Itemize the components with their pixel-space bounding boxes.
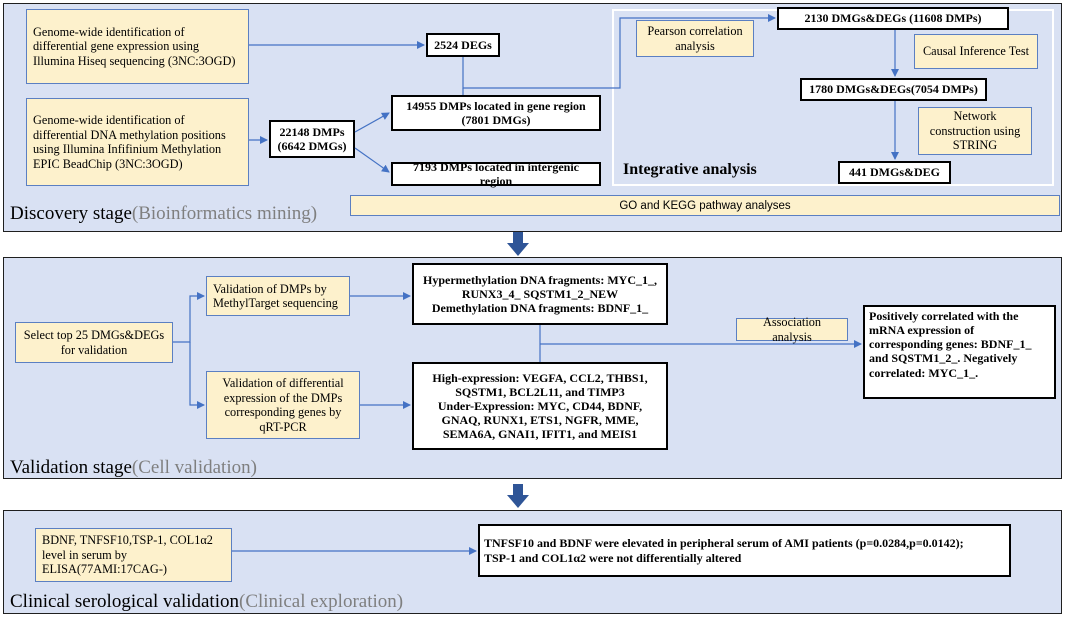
hyper-line2: RUNX3_4_ SQSTM1_2_NEW	[461, 286, 619, 301]
arrow-join-to-dmgs-2130	[462, 14, 776, 89]
qrtpcr-box: Validation of differential expression of…	[206, 371, 360, 439]
hyper-line3: Demethylation DNA fragments: BDNF_1_	[431, 301, 649, 316]
dmgs-1780-text: 1780 DMGs&DEGs(7054 DMPs)	[809, 82, 978, 97]
high-expression-text: High-expression: VEGFA, CCL2, THBS1, SQS…	[432, 370, 648, 399]
causal-inference-box: Causal Inference Test	[914, 34, 1038, 69]
dmps-box: 22148 DMPs (6642 DMGs)	[269, 120, 355, 158]
validation-stage-main: Validation stage	[10, 457, 132, 478]
causal-inference-text: Causal Inference Test	[922, 44, 1030, 59]
under-expression-text: Under-Expression: MYC, CD44, BDNF, GNAQ,…	[437, 398, 643, 442]
hyper-line1: Hypermethylation DNA fragments: MYC_1_,	[423, 272, 657, 287]
gene-region-box: 14955 DMPs located in gene region (7801 …	[391, 95, 601, 131]
pearson-box: Pearson correlation analysis	[636, 20, 754, 57]
arrow-dmps-to-gene-region	[354, 112, 390, 133]
clinical-result-line1: TNFSF10 and BDNF were elevated in periph…	[484, 536, 964, 551]
discovery-stage-sub: (Bioinformatics mining)	[131, 203, 318, 224]
gene-region-text: 14955 DMPs located in gene region (7801 …	[406, 98, 586, 127]
clinical-result-line2: TSP-1 and COL1α2 were not differentially…	[484, 550, 742, 565]
integrative-analysis-label: Integrative analysis	[623, 161, 757, 178]
expression-box: High-expression: VEGFA, CCL2, THBS1, SQS…	[412, 362, 668, 450]
validation-stage-label: Validation stage(Cell validation)	[10, 458, 257, 477]
stage-arrow-discovery-to-validation	[507, 232, 529, 256]
arrow-dmps-to-intergenic	[354, 147, 390, 173]
degs-text: 2524 DEGs	[434, 37, 492, 52]
clinical-stage-label: Clinical serological validation(Clinical…	[10, 592, 403, 611]
intergenic-box: 7193 DMPs located in intergenic region	[391, 159, 601, 188]
degs-box: 2524 DEGs	[426, 33, 500, 57]
correlation-result-box: Positively correlated with the mRNA expr…	[863, 305, 1056, 399]
discovery-stage-main: Discovery stage	[10, 203, 132, 224]
methylation-box: Genome-wide identification of differenti…	[26, 98, 249, 186]
dmgs-441-text: 441 DMGs&DEG	[849, 165, 940, 180]
network-box: Network construction using STRING	[918, 107, 1032, 155]
intergenic-text: 7193 DMPs located in intergenic region	[413, 159, 579, 188]
elisa-box: BDNF, TNFSF10,TSP-1, COL1α2 level in ser…	[35, 528, 232, 582]
association-box: Association analysis	[736, 315, 848, 344]
dmgs-1780-box: 1780 DMGs&DEGs(7054 DMPs)	[800, 78, 987, 101]
network-text: Network construction using STRING	[929, 109, 1021, 153]
qrtpcr-text: Validation of differential expression of…	[222, 376, 344, 434]
methyltarget-box: Validation of DMPs by MethylTarget seque…	[206, 276, 350, 316]
clinical-stage-main: Clinical serological validation	[10, 591, 239, 612]
rnaseq-text: Genome-wide identification of differenti…	[33, 24, 236, 68]
association-text: Association analysis	[762, 315, 822, 344]
dmgs-441-box: 441 DMGs&DEG	[838, 161, 951, 184]
clinical-result-box: TNFSF10 and BDNF were elevated in periph…	[478, 524, 1011, 577]
go-kegg-text: GO and KEGG pathway analyses	[619, 199, 791, 212]
methyltarget-text: Validation of DMPs by MethylTarget seque…	[213, 281, 338, 311]
go-kegg-band: GO and KEGG pathway analyses	[350, 195, 1060, 216]
arrow-select-to-methyltarget	[173, 292, 205, 343]
methylation-text: Genome-wide identification of differenti…	[33, 113, 226, 171]
arrow-select-to-qrtpcr	[189, 342, 205, 409]
select-top25-text: Select top 25 DMGs&DEGs for validation	[23, 328, 165, 357]
elisa-text: BDNF, TNFSF10,TSP-1, COL1α2 level in ser…	[42, 533, 213, 577]
validation-stage-sub: (Cell validation)	[131, 457, 257, 478]
rnaseq-box: Genome-wide identification of differenti…	[26, 9, 249, 84]
correlation-result-text: Positively correlated with the mRNA expr…	[869, 309, 1032, 380]
methylation-fragments-box: Hypermethylation DNA fragments: MYC_1_, …	[412, 263, 668, 325]
pearson-text: Pearson correlation analysis	[647, 24, 743, 53]
dmgs-2130-text: 2130 DMGs&DEGs (11608 DMPs)	[804, 11, 982, 26]
discovery-stage-label: Discovery stage(Bioinformatics mining)	[10, 204, 317, 223]
select-top25-box: Select top 25 DMGs&DEGs for validation	[15, 322, 173, 363]
clinical-stage-sub: (Clinical exploration)	[239, 591, 404, 612]
dmgs-2130-box: 2130 DMGs&DEGs (11608 DMPs)	[777, 7, 1009, 30]
dmps-text: 22148 DMPs (6642 DMGs)	[277, 124, 347, 153]
stage-arrow-validation-to-clinical	[507, 484, 529, 508]
